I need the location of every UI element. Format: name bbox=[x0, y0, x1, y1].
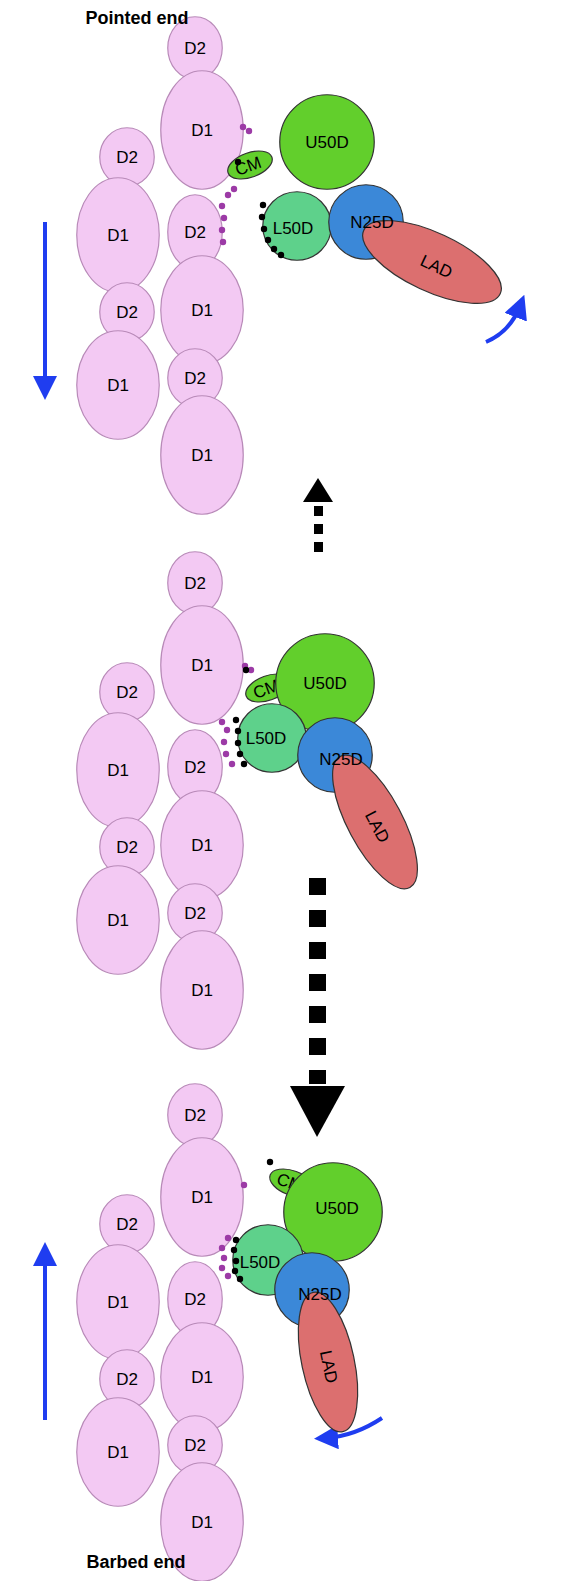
domain-label: N25D bbox=[319, 751, 362, 768]
upper-50k-domain: U50D bbox=[279, 94, 375, 190]
domain-label: D1 bbox=[191, 1369, 213, 1386]
domain-label: D2 bbox=[116, 839, 138, 856]
actin-subdomain: D2 bbox=[99, 662, 155, 722]
domain-label: D1 bbox=[191, 302, 213, 319]
domain-label: D1 bbox=[107, 1444, 129, 1461]
actin-subdomain: D1 bbox=[160, 255, 244, 365]
domain-label: D2 bbox=[116, 1371, 138, 1388]
domain-label: D1 bbox=[107, 912, 129, 929]
domain-label: D1 bbox=[191, 122, 213, 139]
domain-label: D2 bbox=[184, 40, 206, 57]
domain-label: D2 bbox=[116, 1216, 138, 1233]
transition-arrow bbox=[303, 478, 333, 552]
filament-arrow bbox=[43, 222, 47, 388]
actin-subdomain: D2 bbox=[167, 1083, 223, 1147]
actin-subdomain: D2 bbox=[167, 551, 223, 615]
actin-subdomain: D1 bbox=[160, 395, 244, 515]
actin-subdomain: D1 bbox=[160, 930, 244, 1050]
actin-subdomain: D1 bbox=[160, 1137, 244, 1257]
lower-50k-domain: L50D bbox=[237, 703, 307, 773]
domain-label: D2 bbox=[116, 304, 138, 321]
domain-label: D2 bbox=[184, 905, 206, 922]
domain-label: U50D bbox=[305, 134, 348, 151]
transition-arrow bbox=[290, 878, 345, 1137]
actin-subdomain: D1 bbox=[76, 1244, 160, 1360]
domain-label: D1 bbox=[191, 1514, 213, 1531]
domain-label: N25D bbox=[298, 1286, 341, 1303]
domain-label: D2 bbox=[184, 1107, 206, 1124]
actin-subdomain: D1 bbox=[76, 330, 160, 440]
end-label: Barbed end bbox=[86, 1553, 185, 1571]
actin-subdomain: D1 bbox=[160, 790, 244, 900]
filament-arrow bbox=[43, 1254, 47, 1420]
domain-label: U50D bbox=[315, 1200, 358, 1217]
actin-subdomain: D1 bbox=[160, 605, 244, 725]
domain-label: D1 bbox=[107, 1294, 129, 1311]
domain-label: L50D bbox=[273, 220, 314, 237]
actin-subdomain: D1 bbox=[76, 712, 160, 828]
domain-label: L50D bbox=[246, 730, 287, 747]
domain-label: D2 bbox=[184, 1437, 206, 1454]
lower-50k-domain: L50D bbox=[262, 191, 332, 261]
domain-label: D1 bbox=[107, 227, 129, 244]
domain-label: D1 bbox=[191, 657, 213, 674]
domain-label: L50D bbox=[240, 1254, 281, 1271]
actin-subdomain: D2 bbox=[99, 127, 155, 187]
actin-subdomain: D1 bbox=[76, 177, 160, 293]
actin-subdomain: D2 bbox=[99, 1194, 155, 1254]
domain-label: N25D bbox=[350, 214, 393, 231]
domain-label: D1 bbox=[107, 762, 129, 779]
actin-subdomain: D1 bbox=[76, 1397, 160, 1507]
domain-label: D2 bbox=[184, 759, 206, 776]
domain-label: D1 bbox=[191, 982, 213, 999]
domain-label: D2 bbox=[116, 684, 138, 701]
domain-label: D2 bbox=[184, 575, 206, 592]
domain-label: D1 bbox=[191, 447, 213, 464]
domain-label: D2 bbox=[184, 370, 206, 387]
domain-label: D2 bbox=[184, 224, 206, 241]
domain-label: D2 bbox=[116, 149, 138, 166]
rotation-arrow bbox=[486, 306, 520, 342]
domain-label: D1 bbox=[191, 1189, 213, 1206]
domain-label: D2 bbox=[184, 1291, 206, 1308]
actin-subdomain: D1 bbox=[160, 1322, 244, 1432]
lever-arm-domain: LAD bbox=[287, 1286, 370, 1438]
end-label: Pointed end bbox=[86, 9, 189, 27]
actin-subdomain: D1 bbox=[76, 865, 160, 975]
domain-label: D1 bbox=[107, 377, 129, 394]
domain-label: U50D bbox=[303, 675, 346, 692]
domain-label: D1 bbox=[191, 837, 213, 854]
